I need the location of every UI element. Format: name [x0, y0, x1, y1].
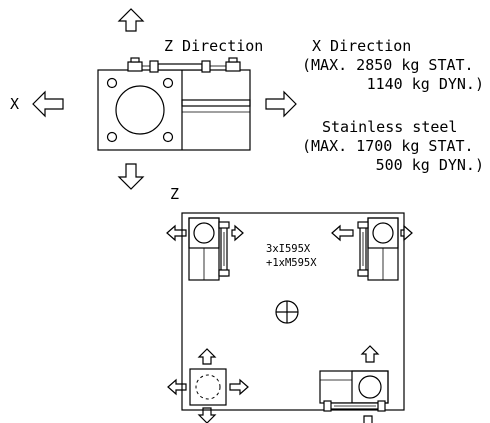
z-direction-label: Z Direction	[164, 37, 263, 55]
plate-plan-view: 3xI595X +1xM595X	[166, 212, 413, 423]
stainless-steel-label: Stainless steel	[322, 118, 457, 136]
z-up-arrow-icon	[117, 8, 145, 32]
z-axis-label: Z	[170, 185, 179, 203]
load-cell-top-left	[166, 217, 244, 281]
x-axis-label: X	[10, 95, 19, 113]
stainless-load-stat: (MAX. 1700 kg STAT.	[302, 137, 474, 155]
load-cell-top-right	[331, 217, 413, 281]
center-of-gravity-icon	[275, 300, 299, 324]
z-down-arrow-icon	[117, 163, 145, 190]
load-cell-bottom-right	[319, 345, 389, 423]
x-direction-load-stat: (MAX. 2850 kg STAT.	[302, 56, 474, 74]
top-load-cell-view	[97, 57, 251, 151]
stainless-load-dyn: 500 kg DYN.)	[376, 156, 484, 174]
config-line-1: 3xI595X	[266, 243, 311, 255]
x-direction-label: X Direction	[312, 37, 411, 55]
config-line-2: +1xM595X	[266, 257, 317, 269]
x-direction-load-dyn: 1140 kg DYN.)	[367, 75, 484, 93]
mount-bottom-left	[167, 348, 249, 423]
x-right-arrow-icon	[265, 90, 297, 118]
x-left-arrow-icon	[32, 90, 64, 118]
